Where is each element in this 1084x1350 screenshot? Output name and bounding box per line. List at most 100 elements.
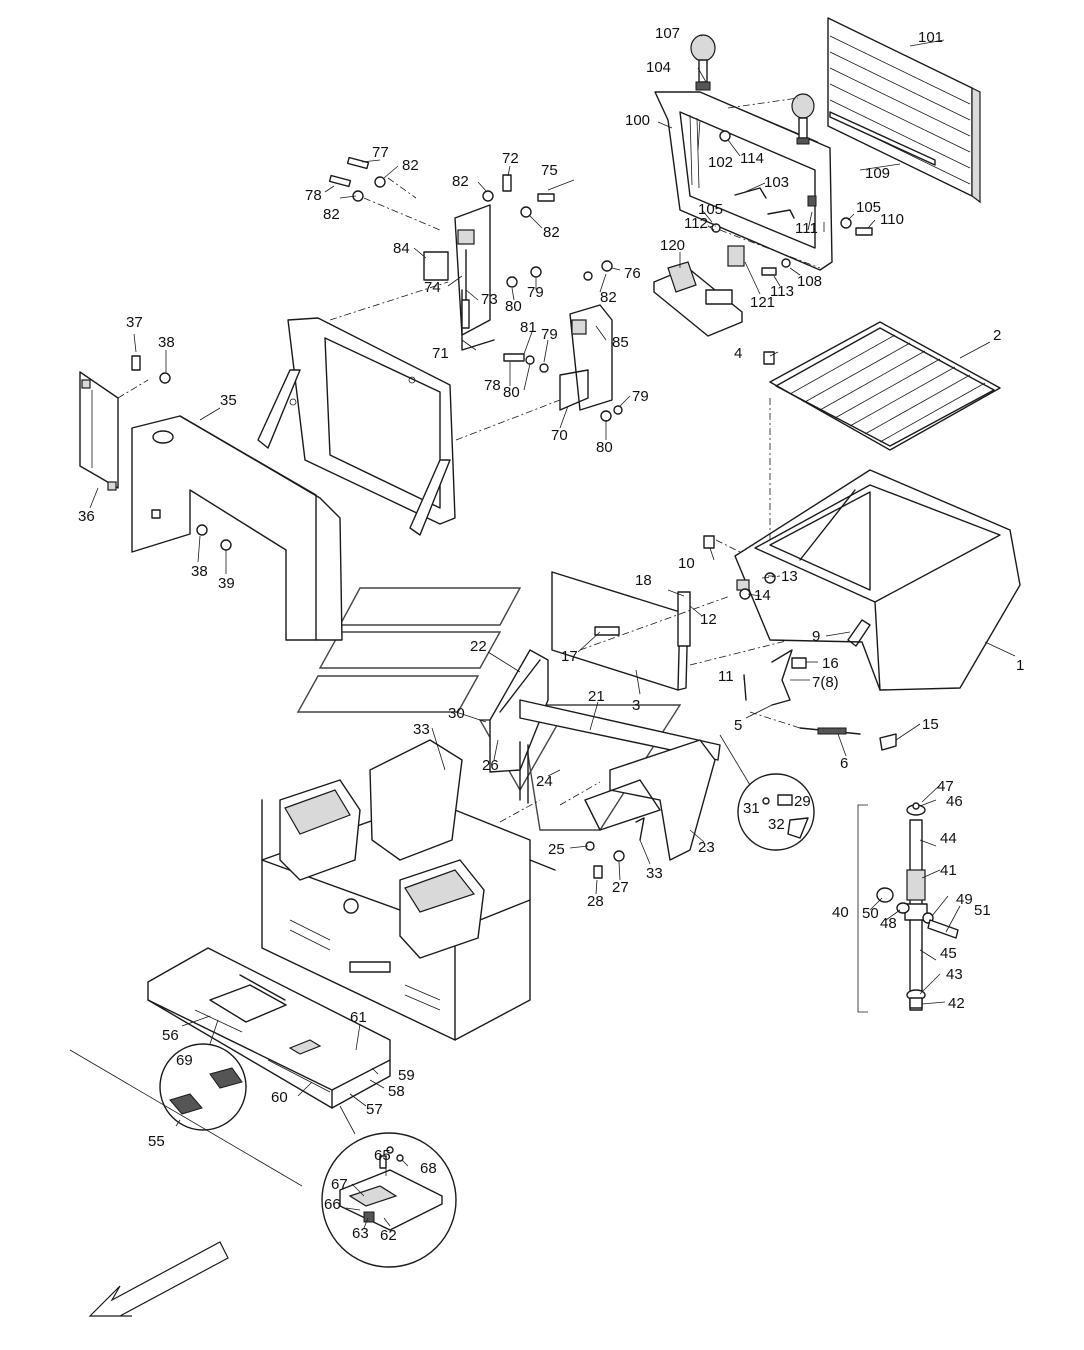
strip-109 xyxy=(829,111,936,166)
callout-100: 100 xyxy=(625,112,650,129)
bolt-4 xyxy=(763,351,775,365)
callout-65: 65 xyxy=(374,1147,391,1164)
detail-62-68-parts xyxy=(339,1105,443,1231)
callout-labels: 107 104 101 100 102 114 103 109 105 105 … xyxy=(78,25,1024,1244)
callout-21: 21 xyxy=(588,688,605,705)
callout-81: 81 xyxy=(520,319,537,336)
callout-56: 56 xyxy=(162,1027,179,1044)
callout-29: 29 xyxy=(794,793,811,810)
latch-assembly-120 xyxy=(653,245,745,337)
screen-101 xyxy=(827,17,981,204)
callout-78-b: 78 xyxy=(484,377,501,394)
callout-41: 41 xyxy=(940,862,957,879)
callout-7-8: 7(8) xyxy=(812,674,839,691)
callout-30: 30 xyxy=(448,705,465,722)
callout-66: 66 xyxy=(324,1196,341,1213)
callout-11: 11 xyxy=(718,668,734,685)
callout-67: 67 xyxy=(331,1176,348,1193)
callout-10: 10 xyxy=(678,555,695,572)
callout-14: 14 xyxy=(754,587,771,604)
callout-44: 44 xyxy=(940,830,957,847)
mast-assembly-40 xyxy=(857,802,959,1013)
leader-lines xyxy=(69,34,1016,1229)
cover-panel-3 xyxy=(551,571,691,691)
callout-75: 75 xyxy=(541,162,558,179)
machine-base xyxy=(261,739,556,1041)
callout-48: 48 xyxy=(880,915,897,932)
callout-108: 108 xyxy=(797,273,822,290)
pedal-69 xyxy=(169,1019,243,1115)
callout-42: 42 xyxy=(948,995,965,1012)
lamp-right-icon xyxy=(791,93,815,145)
callout-82-a: 82 xyxy=(402,157,419,174)
callout-25: 25 xyxy=(548,841,565,858)
callout-40: 40 xyxy=(832,904,849,921)
callout-6: 6 xyxy=(840,755,848,772)
callout-82-e: 82 xyxy=(600,289,617,306)
bolts-upper xyxy=(328,156,623,422)
callout-12: 12 xyxy=(700,611,717,628)
hinge-bracket-71 xyxy=(423,204,495,351)
callout-5: 5 xyxy=(734,717,742,734)
callout-45: 45 xyxy=(940,945,957,962)
callout-80-c: 80 xyxy=(596,439,613,456)
callout-112: 112 xyxy=(684,215,708,232)
callout-33-b: 33 xyxy=(646,865,663,882)
callout-85: 85 xyxy=(612,334,629,351)
callout-59: 59 xyxy=(398,1067,415,1084)
callout-47: 47 xyxy=(937,778,954,795)
plate-84 xyxy=(423,251,449,281)
grille-2 xyxy=(763,321,1001,451)
callout-73: 73 xyxy=(481,291,498,308)
callout-60: 60 xyxy=(271,1089,288,1106)
callout-43: 43 xyxy=(946,966,963,983)
floor-plate-55 xyxy=(147,947,391,1109)
callout-101: 101 xyxy=(918,29,943,46)
callout-114: 114 xyxy=(740,150,764,167)
callout-80-a: 80 xyxy=(505,298,522,315)
bracket-36 xyxy=(79,371,119,491)
callout-78-a: 78 xyxy=(305,187,322,204)
callout-120: 120 xyxy=(660,237,685,254)
callout-9: 9 xyxy=(812,628,820,645)
side-frame-21 xyxy=(444,649,721,879)
callout-82-b: 82 xyxy=(323,206,340,223)
callout-58: 58 xyxy=(388,1083,405,1100)
callout-24: 24 xyxy=(536,773,553,790)
callout-23: 23 xyxy=(698,839,715,856)
callout-28: 28 xyxy=(587,893,604,910)
callout-71: 71 xyxy=(432,345,449,362)
callout-121: 121 xyxy=(750,294,775,311)
callout-70: 70 xyxy=(551,427,568,444)
callout-18: 18 xyxy=(635,572,652,589)
callout-68: 68 xyxy=(420,1160,437,1177)
callout-105-left: 105 xyxy=(698,201,723,218)
callout-61: 61 xyxy=(350,1009,367,1026)
callout-51: 51 xyxy=(974,902,991,919)
callout-76: 76 xyxy=(624,265,641,282)
front-direction-arrow-icon xyxy=(88,1241,229,1317)
callout-79-c: 79 xyxy=(632,388,649,405)
rear-frame xyxy=(257,317,456,536)
callout-3: 3 xyxy=(632,697,640,714)
callout-103: 103 xyxy=(764,174,789,191)
callout-82-c: 82 xyxy=(452,173,469,190)
callout-104: 104 xyxy=(646,59,671,76)
callout-113: 113 xyxy=(770,283,794,300)
callout-107: 107 xyxy=(655,25,680,42)
callout-2: 2 xyxy=(993,327,1001,344)
callout-38-b: 38 xyxy=(191,563,208,580)
callout-110: 110 xyxy=(880,211,904,228)
callout-33-a: 33 xyxy=(413,721,430,738)
housing-1 xyxy=(703,469,1021,691)
cover-35 xyxy=(131,415,343,641)
assembly-lines xyxy=(117,97,821,823)
callout-74: 74 xyxy=(424,279,441,296)
callout-57: 57 xyxy=(366,1101,383,1118)
callout-37: 37 xyxy=(126,314,143,331)
bracket-103-icon xyxy=(734,187,767,199)
callout-111: 111 xyxy=(795,220,818,237)
callout-72: 72 xyxy=(502,150,519,167)
callout-46: 46 xyxy=(946,793,963,810)
